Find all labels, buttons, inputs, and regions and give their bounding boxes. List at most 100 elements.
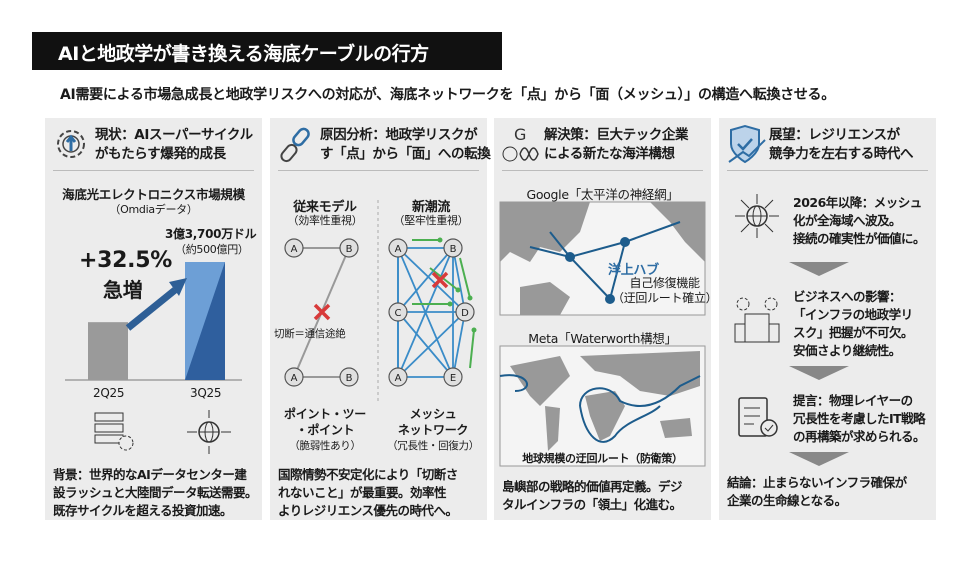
bar-chart	[65, 262, 242, 381]
network-node-label: B	[346, 244, 353, 255]
bar-label: 2Q25	[93, 386, 125, 400]
outlook-item: 提言：物理レイヤーの	[793, 393, 913, 408]
panel-body: 背景：世界的なAIデータセンター建	[53, 467, 247, 482]
growth-value: +32.5%	[79, 248, 172, 273]
bar-2q25	[88, 322, 128, 380]
bar-3q25-shade	[185, 262, 225, 380]
cut-mark-icon	[431, 271, 449, 289]
reroute-arrow-head	[471, 327, 477, 333]
network-node-label: C	[395, 308, 402, 319]
outlook-item-line: 安価さより継続性。	[793, 343, 901, 358]
right-caption-sub: （冗長性・回復力）	[387, 440, 479, 452]
right-model-title: 新潮流	[411, 200, 451, 215]
cut-mark-icon	[313, 303, 331, 321]
gear-arrow-up-icon	[57, 130, 85, 158]
shield-check-trend-icon	[728, 124, 766, 164]
network-node	[339, 367, 359, 387]
building-gears-icon	[734, 297, 780, 343]
panel-body-line: 既存サイクルを超える投資加速。	[53, 503, 233, 518]
bar-label: 3Q25	[190, 386, 222, 400]
broken-link-icon	[280, 127, 310, 163]
panel-body: 島嶼部の戦略的価値再定義。デジ	[502, 479, 683, 494]
outlook-item-line: 「インフラの地政学リ	[793, 307, 913, 322]
outlook-item: ビジネスへの影響：	[793, 289, 902, 304]
network-node	[284, 367, 304, 387]
down-arrow-icon	[789, 262, 849, 276]
panel-body-line: よりレジリエンス優先の時代へ。	[278, 503, 458, 518]
panel-body-line: れないこと」が最重要。効率性	[278, 485, 447, 500]
outlook-item-line: 接続の確実性が価値に。	[793, 231, 926, 246]
outlook-item: 2026年以降：メッシュ	[793, 195, 922, 210]
page-subtitle: AI需要による市場急成長と地政学リスクへの対応が、海底ネットワークを「点」から「…	[60, 87, 835, 103]
reroute-arrow	[459, 257, 471, 299]
network-node-label: A	[395, 373, 402, 384]
mesh-link	[397, 311, 454, 378]
meta-title: Meta「Waterworth構想」	[528, 331, 677, 346]
market-title: 海底光エレクトロニクス市場規模	[62, 187, 245, 202]
mesh-link	[452, 247, 466, 313]
value-sub: （約500億円）	[175, 243, 249, 256]
globe-network-icon	[735, 194, 779, 238]
left-caption: ポイント・ツー	[284, 407, 366, 421]
conclusion-line: 企業の生命線となる。	[727, 493, 847, 508]
reroute-arrow	[469, 329, 475, 369]
mesh-link	[397, 311, 466, 378]
panel-body-line: タルインフラの「領土」化進む。	[502, 497, 682, 512]
down-arrow-icon	[789, 366, 849, 380]
server-gear-icon	[94, 412, 134, 451]
right-caption-line: ネットワーク	[397, 423, 469, 437]
globe-network-icon	[187, 410, 231, 454]
panel-body-line: 設ラッシュと大陸間データ転送需要。	[53, 485, 258, 500]
outlook-item-line: 冗長性を考慮したIT戦略	[793, 411, 926, 426]
cut-label: 切断＝通信途絶	[274, 328, 346, 340]
outlook-item-line: 化が全海域へ波及。	[793, 213, 902, 228]
network-node-label: E	[450, 373, 456, 384]
world-map	[499, 345, 706, 467]
divider	[502, 170, 703, 171]
panel-heading: 展望：レジリエンスが	[769, 127, 900, 143]
right-caption: メッシュ	[409, 407, 457, 421]
growth-arrow	[125, 287, 178, 331]
hub-label: 洋上ハブ	[608, 263, 659, 278]
conclusion: 結論：止まらないインフラ確保が	[727, 475, 907, 490]
network-node-label: A	[395, 244, 402, 255]
network-node	[388, 302, 408, 322]
network-node	[284, 238, 304, 258]
network-node-label: B	[346, 373, 353, 384]
outlook-item-line: の再構築が求められる。	[793, 429, 926, 444]
right-model-sub: （堅牢性重視）	[393, 214, 469, 227]
network-node	[443, 238, 463, 258]
left-model-sub: （効率性重視）	[287, 214, 363, 227]
panel-heading-line2: がもたらす爆発的成長	[95, 146, 226, 162]
down-arrow-icon	[789, 452, 849, 466]
reroute-arrow-head	[467, 295, 473, 301]
network-node	[455, 302, 475, 322]
panel-body: 国際情勢不安定化により「切断さ	[278, 467, 458, 482]
panel-heading-line2: 競争力を左右する時代へ	[769, 146, 914, 162]
panel-heading-line2: による新たな海洋構想	[544, 146, 675, 162]
reroute-arrow	[429, 267, 459, 291]
mesh-link	[397, 247, 454, 313]
network-node	[388, 367, 408, 387]
network-node-label: B	[450, 244, 457, 255]
clipboard-check-icon	[738, 397, 778, 437]
panel-outlook: 展望：レジリエンスが競争力を左右する時代へ 2026年以降：メッシュ化が全海域へ…	[719, 118, 936, 520]
self-heal-sub: （迂回ルート確立）	[612, 291, 718, 305]
svg-text:G: G	[514, 125, 526, 144]
network-node-label: D	[461, 308, 469, 319]
divider	[53, 170, 254, 171]
pacific-map	[499, 201, 706, 316]
growth-arrow-head	[169, 278, 187, 296]
left-model-title: 従来モデル	[293, 200, 357, 215]
growth-label: 急増	[103, 278, 143, 302]
panel-heading: 現状：AIスーパーサイクル	[95, 127, 253, 143]
network-node	[339, 238, 359, 258]
value-label: 3億3,700万ドル	[165, 227, 257, 241]
divider	[278, 170, 479, 171]
panel-cause-analysis: 原因分析：地政学リスクがす「点」から「面」への転換 従来モデル （効率性重視） …	[270, 118, 491, 520]
network-node	[388, 238, 408, 258]
self-heal-label: 自己修復機能	[629, 276, 701, 290]
reroute-arrow-head	[437, 237, 443, 243]
network-node-label: A	[291, 373, 298, 384]
